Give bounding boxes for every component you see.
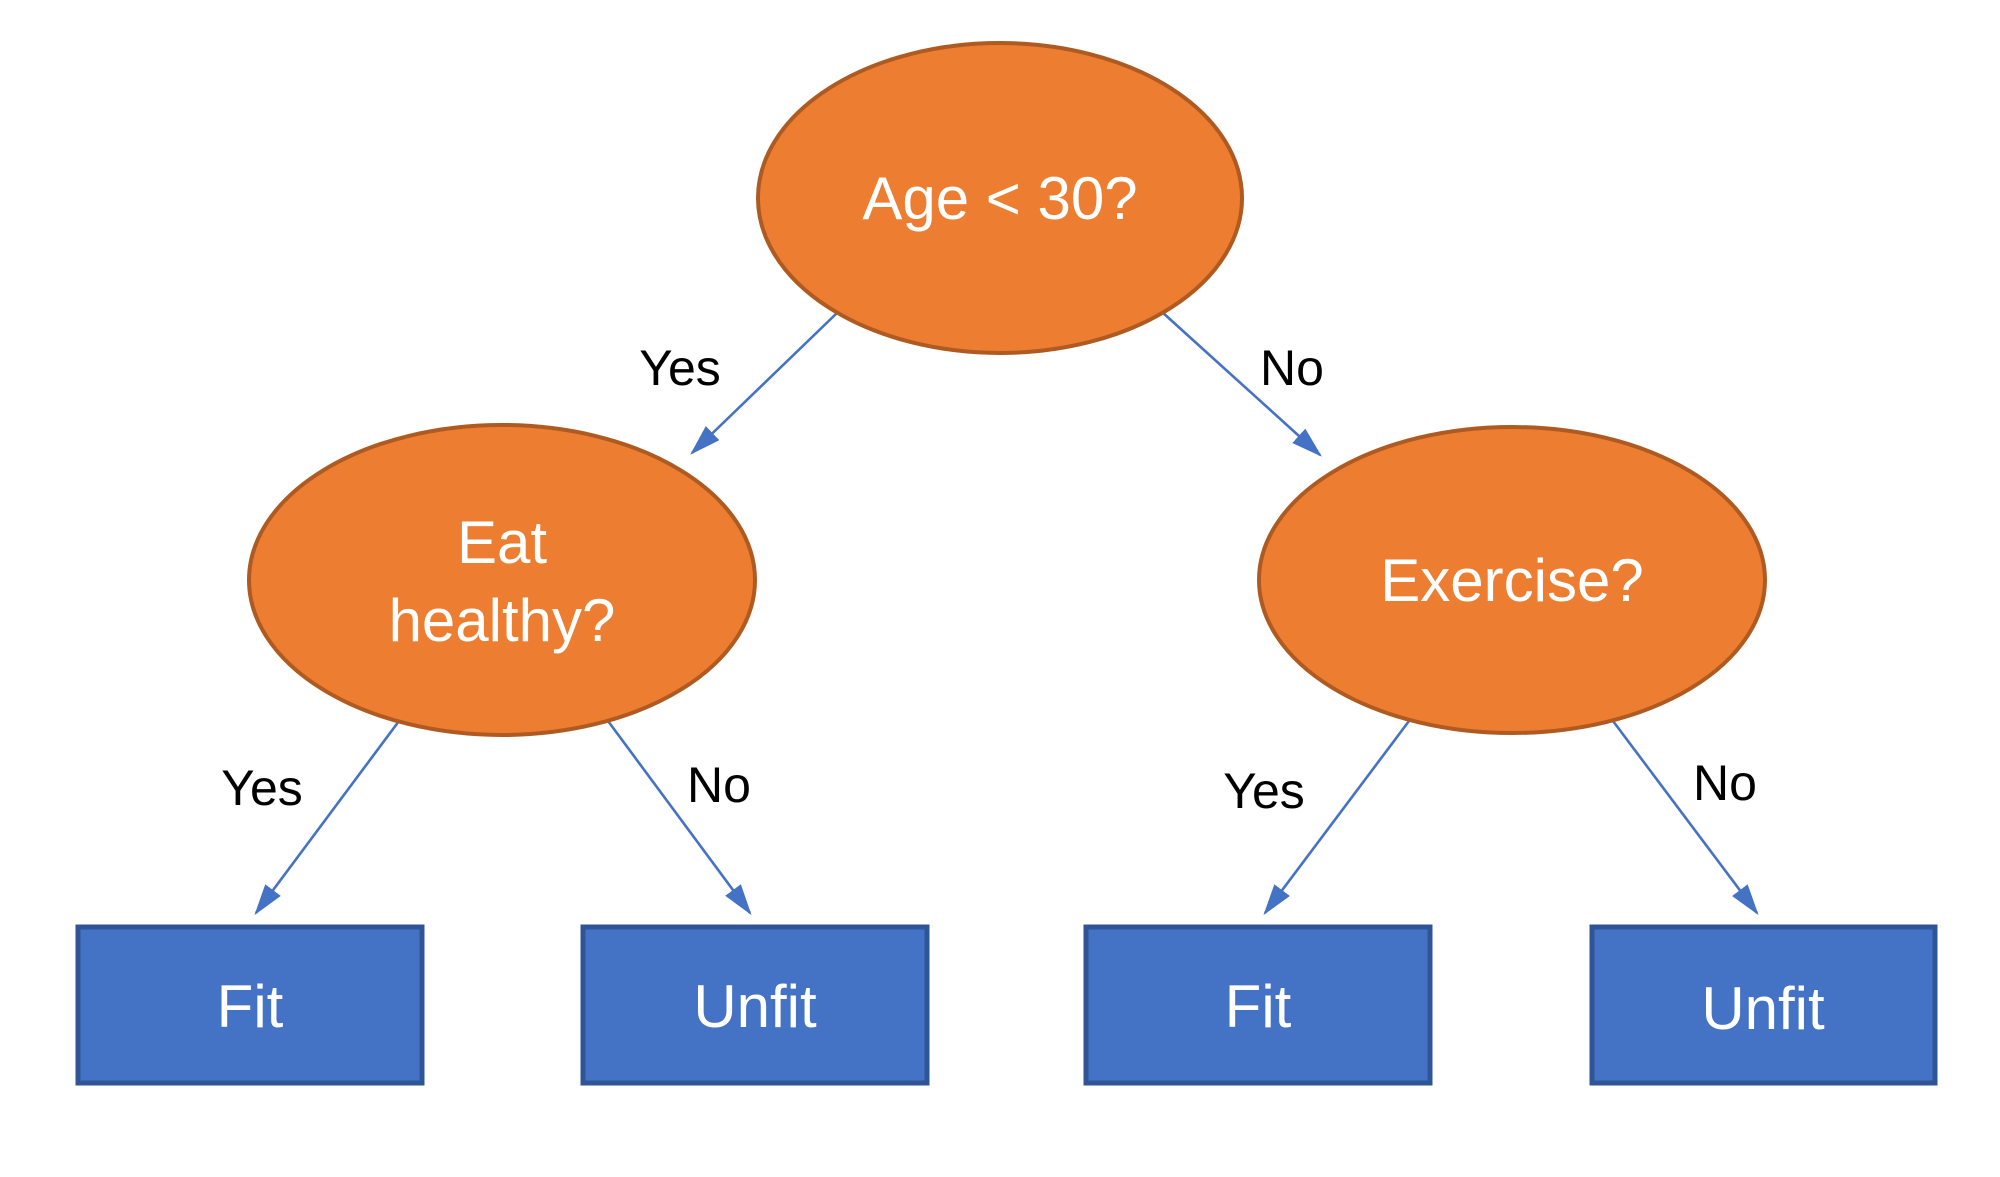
leaf-unfit-right (1589, 924, 1938, 1086)
edge-eat-healthy-to-fit (254, 720, 401, 916)
leaf-fit-right (1083, 924, 1433, 1086)
node-eat-healthy-label-line2: healthy? (389, 587, 616, 654)
edge-label-exercise-yes: Yes (1223, 763, 1305, 819)
node-exercise-question (1257, 425, 1767, 735)
leaf-unfit-left (580, 924, 930, 1086)
edge-root-to-exercise (1161, 311, 1322, 457)
edge-exercise-to-fit (1263, 720, 1411, 916)
edge-label-eat-healthy-no: No (687, 757, 751, 813)
edge-root-to-eat-healthy (690, 311, 839, 455)
leaf-fit-left-label: Fit (217, 973, 284, 1040)
edge-eat-healthy-to-unfit (606, 720, 752, 916)
node-age-question (756, 41, 1244, 355)
node-age-question-label: Age < 30? (862, 165, 1137, 232)
node-exercise-label: Exercise? (1380, 547, 1643, 614)
leaf-unfit-left-label: Unfit (693, 973, 817, 1040)
leaf-unfit-right-label: Unfit (1701, 975, 1825, 1042)
edge-exercise-to-unfit (1611, 720, 1759, 916)
node-eat-healthy-label-line1: Eat (457, 509, 547, 576)
edge-label-root-yes: Yes (639, 340, 721, 396)
leaf-fit-right-label: Fit (1225, 973, 1292, 1040)
edge-label-root-no: No (1260, 340, 1324, 396)
leaf-fit-left (75, 924, 425, 1086)
edge-label-eat-healthy-yes: Yes (221, 760, 303, 816)
edge-label-exercise-no: No (1693, 755, 1757, 811)
node-eat-healthy-question (247, 423, 757, 737)
